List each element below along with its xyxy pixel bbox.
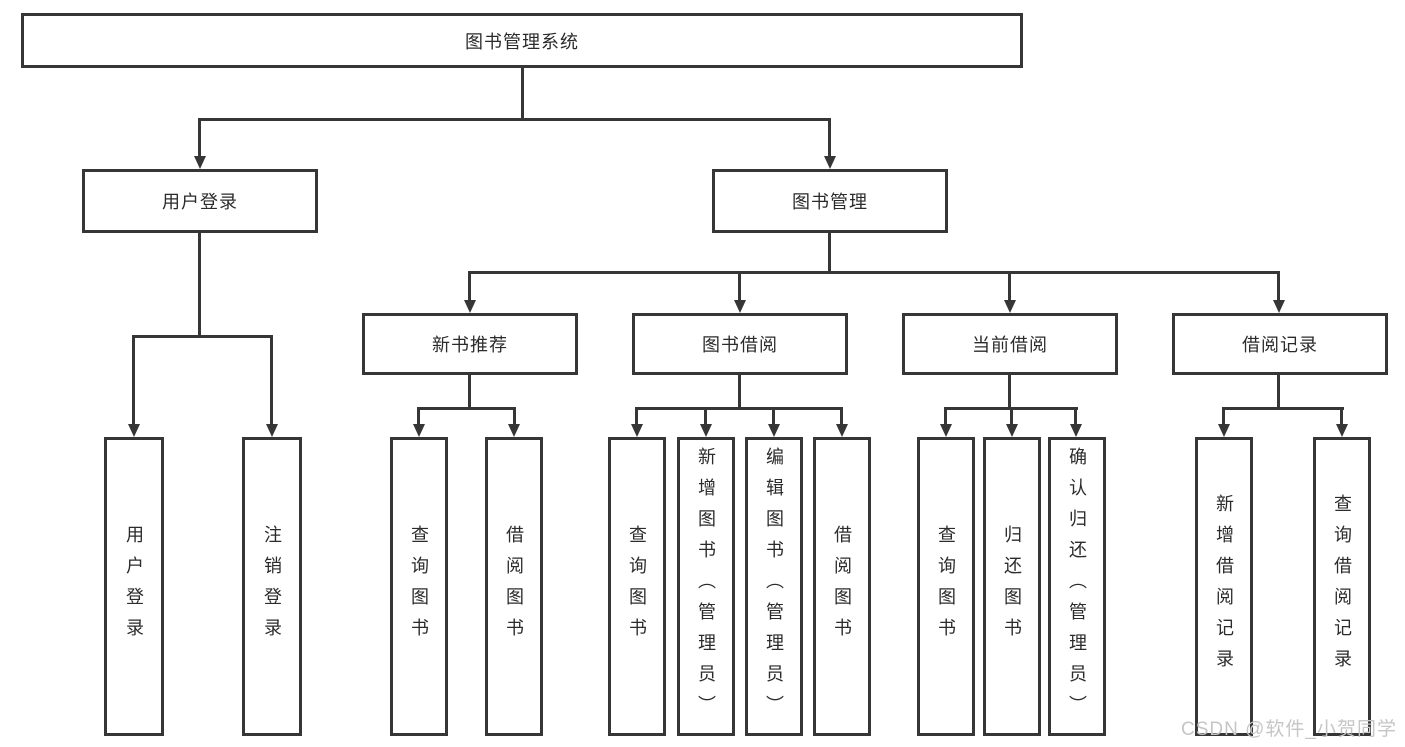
arrow-down bbox=[508, 424, 520, 437]
leaf-label: 归还图书 bbox=[1002, 524, 1022, 649]
leaf-query-book-1: 查询图书 bbox=[390, 437, 448, 736]
leaf-logout: 注销登录 bbox=[242, 437, 302, 736]
connector-line bbox=[132, 335, 135, 424]
connector-line bbox=[468, 271, 471, 300]
connector-line bbox=[468, 271, 1280, 274]
leaf-borrow-book-2: 借阅图书 bbox=[813, 437, 871, 736]
leaf-label: 新增图书（管理员） bbox=[696, 447, 716, 726]
connector-line bbox=[1010, 407, 1013, 424]
connector-line bbox=[198, 118, 201, 156]
node-label: 图书管理 bbox=[792, 192, 868, 212]
leaf-label: 编辑图书（管理员） bbox=[764, 447, 784, 726]
leaf-label: 注销登录 bbox=[262, 524, 282, 649]
node-borrow-record: 借阅记录 bbox=[1172, 313, 1388, 375]
arrow-down bbox=[1070, 424, 1082, 437]
connector-line bbox=[828, 231, 831, 271]
arrow-down bbox=[824, 156, 836, 169]
connector-line bbox=[828, 118, 831, 156]
leaf-label: 新增借阅记录 bbox=[1214, 493, 1234, 680]
connector-line bbox=[635, 407, 638, 424]
connector-line bbox=[270, 335, 273, 424]
connector-line bbox=[417, 407, 516, 410]
arrow-down bbox=[836, 424, 848, 437]
leaf-label: 查询图书 bbox=[627, 524, 647, 649]
leaf-query-book-3: 查询图书 bbox=[917, 437, 975, 736]
connector-line bbox=[1277, 271, 1280, 300]
leaf-label: 借阅图书 bbox=[504, 524, 524, 649]
leaf-user-login: 用户登录 bbox=[104, 437, 164, 736]
connector-line bbox=[635, 407, 843, 410]
leaf-label: 查询图书 bbox=[409, 524, 429, 649]
node-user-login: 用户登录 bbox=[82, 169, 318, 233]
connector-line bbox=[1008, 373, 1011, 407]
connector-line bbox=[944, 407, 947, 424]
arrow-down bbox=[1218, 424, 1230, 437]
connector-line bbox=[1008, 271, 1011, 300]
connector-line bbox=[840, 407, 843, 424]
leaf-add-borrow-record: 新增借阅记录 bbox=[1195, 437, 1253, 736]
leaf-query-book-2: 查询图书 bbox=[608, 437, 666, 736]
leaf-label: 查询借阅记录 bbox=[1332, 493, 1352, 680]
connector-line bbox=[1222, 407, 1344, 410]
node-current-borrow: 当前借阅 bbox=[902, 313, 1118, 375]
node-book-borrow: 图书借阅 bbox=[632, 313, 848, 375]
leaf-label: 用户登录 bbox=[124, 524, 144, 649]
node-root: 图书管理系统 bbox=[21, 13, 1023, 68]
arrow-down bbox=[266, 424, 278, 437]
node-book-management: 图书管理 bbox=[712, 169, 948, 233]
arrow-down bbox=[631, 424, 643, 437]
node-label: 借阅记录 bbox=[1242, 335, 1318, 355]
node-label: 用户登录 bbox=[162, 192, 238, 212]
arrow-down bbox=[194, 156, 206, 169]
connector-line bbox=[132, 335, 273, 338]
connector-line bbox=[1074, 407, 1077, 424]
node-root-label: 图书管理系统 bbox=[465, 31, 579, 52]
connector-line bbox=[468, 373, 471, 407]
arrow-down bbox=[700, 424, 712, 437]
node-label: 图书借阅 bbox=[702, 335, 778, 355]
leaf-borrow-book-1: 借阅图书 bbox=[485, 437, 543, 736]
leaf-label: 借阅图书 bbox=[832, 524, 852, 649]
csdn-watermark: CSDN @软件_小贺同学 bbox=[1181, 719, 1397, 740]
connector-line bbox=[513, 407, 516, 424]
arrow-down bbox=[413, 424, 425, 437]
connector-line bbox=[738, 373, 741, 407]
leaf-return-book: 归还图书 bbox=[983, 437, 1041, 736]
arrow-down bbox=[464, 300, 476, 313]
leaf-label: 查询图书 bbox=[936, 524, 956, 649]
arrow-down bbox=[734, 300, 746, 313]
arrow-down bbox=[768, 424, 780, 437]
leaf-query-borrow-record: 查询借阅记录 bbox=[1313, 437, 1371, 736]
connector-line bbox=[1277, 373, 1280, 407]
leaf-confirm-return-admin: 确认归还（管理员） bbox=[1048, 437, 1106, 736]
connector-line bbox=[417, 407, 420, 424]
connector-line bbox=[198, 118, 831, 121]
connector-line bbox=[1340, 407, 1343, 424]
connector-line bbox=[772, 407, 775, 424]
connector-line bbox=[198, 231, 201, 335]
arrow-down bbox=[1006, 424, 1018, 437]
node-new-book-recommend: 新书推荐 bbox=[362, 313, 578, 375]
connector-line bbox=[521, 66, 524, 118]
arrow-down bbox=[940, 424, 952, 437]
connector-line bbox=[738, 271, 741, 300]
leaf-edit-book-admin: 编辑图书（管理员） bbox=[745, 437, 803, 736]
arrow-down bbox=[1273, 300, 1285, 313]
arrow-down bbox=[1336, 424, 1348, 437]
leaf-label: 确认归还（管理员） bbox=[1067, 447, 1087, 726]
node-label: 当前借阅 bbox=[972, 335, 1048, 355]
arrow-down bbox=[1004, 300, 1016, 313]
connector-line bbox=[704, 407, 707, 424]
connector-line bbox=[1222, 407, 1225, 424]
leaf-add-book-admin: 新增图书（管理员） bbox=[677, 437, 735, 736]
arrow-down bbox=[128, 424, 140, 437]
node-label: 新书推荐 bbox=[432, 335, 508, 355]
